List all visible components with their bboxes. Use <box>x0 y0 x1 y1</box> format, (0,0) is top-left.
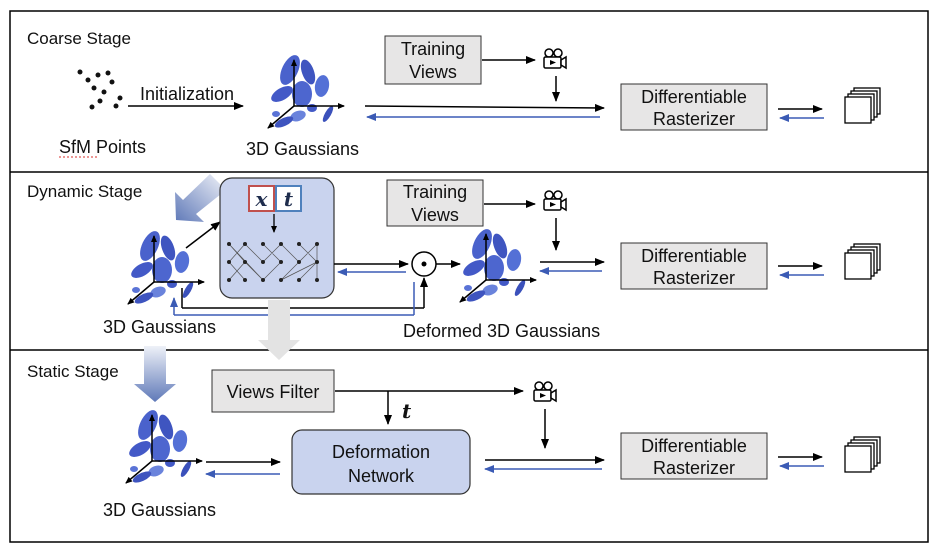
t-input-box <box>275 185 302 212</box>
static-stage: Static Stage 3D Gaussians Views Filter t… <box>27 300 881 520</box>
rasterizer-line2: Rasterizer <box>653 109 735 129</box>
coarse-stage-title: Coarse Stage <box>27 29 131 48</box>
x-symbol: x <box>255 187 269 211</box>
deformed-gaussians-label: Deformed 3D Gaussians <box>403 321 600 341</box>
coarse-gaussians-label: 3D Gaussians <box>246 139 359 159</box>
training-views-box <box>384 35 482 85</box>
rasterizer-line1: Differentiable <box>641 436 747 456</box>
views-filter-label: Views Filter <box>227 382 320 402</box>
sfm-points-icon <box>77 69 123 110</box>
forward-arrow <box>364 103 605 112</box>
dynamic-gaussians-label: 3D Gaussians <box>103 317 216 337</box>
views-filter-box <box>211 369 335 413</box>
initialization-label: Initialization <box>140 84 234 104</box>
neural-net-icon <box>227 242 319 282</box>
deformation-network-line1: Deformation <box>332 442 430 462</box>
dynamic-stage-title: Dynamic Stage <box>27 182 142 201</box>
dynamic-stage: Dynamic Stage 3D Gaussians x t <box>27 174 881 341</box>
static-stage-title: Static Stage <box>27 362 119 381</box>
to-network-arrow <box>185 221 221 249</box>
deformation-network-box <box>291 429 471 495</box>
stage-transition-arrow <box>134 346 176 402</box>
rasterizer-line2: Rasterizer <box>653 458 735 478</box>
training-views-line1: Training <box>403 182 467 202</box>
combine-dot <box>421 261 427 267</box>
rasterizer-box <box>620 83 768 131</box>
training-views-line2: Views <box>411 205 459 225</box>
sfm-points-label: SfM Points <box>59 137 146 157</box>
x-input-box <box>248 185 275 212</box>
deformation-network-line2: Network <box>348 466 415 486</box>
rasterizer-line1: Differentiable <box>641 246 747 266</box>
coarse-stage: Coarse Stage SfM Points Initialization 3… <box>27 29 881 159</box>
stage-transition-arrow <box>175 174 226 222</box>
t-symbol: t <box>284 187 294 211</box>
static-gaussians-label: 3D Gaussians <box>103 500 216 520</box>
rasterizer-box <box>620 242 768 290</box>
training-views-line1: Training <box>401 39 465 59</box>
rasterizer-line2: Rasterizer <box>653 268 735 288</box>
training-views-line2: Views <box>409 62 457 82</box>
time-symbol: t <box>402 399 412 423</box>
network-transfer-arrow <box>258 300 300 360</box>
rasterizer-box <box>620 432 768 480</box>
rasterizer-line1: Differentiable <box>641 87 747 107</box>
training-views-box <box>386 179 484 227</box>
